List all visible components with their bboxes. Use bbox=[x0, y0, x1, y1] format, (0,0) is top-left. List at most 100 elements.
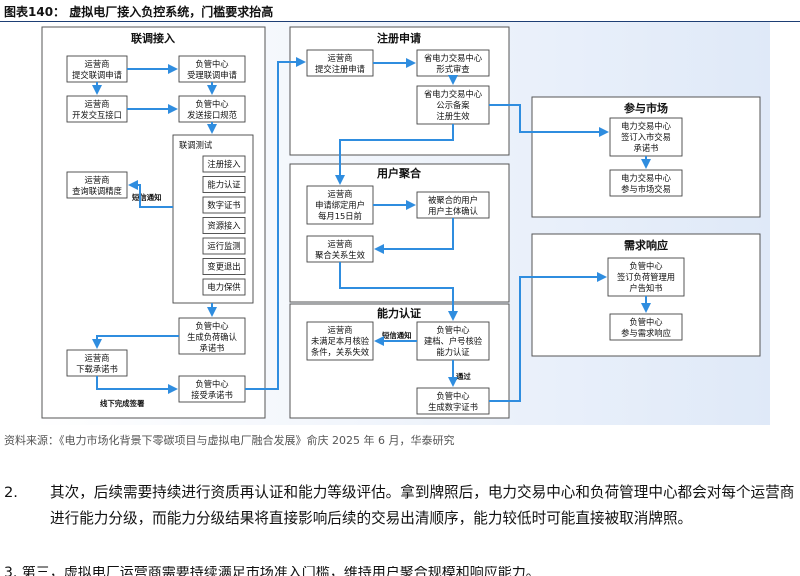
panel-title-zhuce: 注册申请 bbox=[377, 31, 421, 45]
test-item-box bbox=[202, 258, 246, 275]
diagram-canvas: 联调接入 注册申请 用户聚合 能力认证 参与市场 需求响应 运营商 提交联调申请… bbox=[30, 22, 770, 425]
box-text: 电力交易中心 bbox=[621, 121, 671, 131]
test-item-box bbox=[202, 176, 246, 193]
box-jyzx-shencha bbox=[416, 49, 490, 77]
box-text: 提交联调申请 bbox=[72, 70, 122, 80]
box-text: 形式审查 bbox=[436, 64, 469, 74]
box-text: 能力认证 bbox=[436, 347, 469, 357]
box-text: 负管中心 bbox=[195, 59, 229, 69]
panel-title-xuqiu: 需求响应 bbox=[624, 238, 668, 252]
box-text: 注册生效 bbox=[436, 111, 470, 121]
box-text: 每月15日前 bbox=[318, 211, 362, 221]
box-text: 参与需求响应 bbox=[621, 328, 671, 338]
test-item-box bbox=[202, 196, 246, 214]
label-tongguo: 通过 bbox=[456, 372, 471, 381]
box-text: 电力交易中心 bbox=[621, 173, 671, 183]
box-text: 未满足本月核验 bbox=[311, 336, 370, 346]
box-yys-chaxun bbox=[66, 171, 128, 199]
test-item-label: 注册接入 bbox=[207, 159, 240, 169]
title-rule bbox=[0, 21, 800, 22]
panel-title-nengli: 能力认证 bbox=[377, 306, 421, 320]
box-jyzx-jiaoyi bbox=[609, 169, 683, 197]
box-jyzx-qianding bbox=[609, 117, 683, 157]
box-yys-juhe bbox=[306, 235, 374, 263]
box-text: 负管中心 bbox=[195, 379, 229, 389]
label-offline: 线下完成签署 bbox=[100, 399, 145, 408]
box-text: 联调测试 bbox=[179, 140, 213, 150]
box-yys-xiazai bbox=[66, 349, 128, 377]
test-item-label: 能力认证 bbox=[207, 180, 240, 190]
arrow bbox=[128, 180, 173, 208]
test-item-box bbox=[202, 278, 246, 296]
box-text: 运营商 bbox=[85, 353, 110, 363]
box-yys-shixiao bbox=[306, 321, 374, 361]
arrow bbox=[245, 57, 306, 390]
panel-yonghu bbox=[289, 163, 510, 303]
figure-title: 图表140： 虚拟电厂接入负控系统，门槛要求抬高 bbox=[4, 5, 274, 19]
box-text: 运营商 bbox=[85, 99, 110, 109]
panel-title-canyu: 参与市场 bbox=[624, 101, 668, 115]
arrow bbox=[96, 376, 178, 394]
box-text: 运营商 bbox=[85, 175, 110, 185]
box-text: 运营商 bbox=[328, 189, 353, 199]
test-item-label: 数字证书 bbox=[207, 200, 240, 210]
box-text: 负管中心 bbox=[629, 317, 663, 327]
box-text: 签订入市交易 bbox=[621, 132, 671, 142]
box-text: 公示备案 bbox=[436, 100, 470, 110]
box-text: 提交注册申请 bbox=[315, 64, 365, 74]
test-item-label: 运行监测 bbox=[207, 241, 240, 251]
box-text: 建档、户号核验 bbox=[424, 336, 483, 346]
box-text: 生成负荷确认 bbox=[187, 332, 237, 342]
box-text: 条件，关系失效 bbox=[311, 347, 370, 357]
box-text: 发送接口规范 bbox=[187, 110, 237, 120]
box-text: 省电力交易中心 bbox=[424, 89, 483, 99]
box-text: 运营商 bbox=[328, 325, 353, 335]
arrow bbox=[374, 218, 454, 254]
arrow bbox=[489, 272, 607, 402]
box-text: 运营商 bbox=[85, 59, 110, 69]
box-fgzx-xiangying bbox=[609, 313, 683, 341]
body-paragraph: 2. 其次，后续需要持续进行资质再认证和能力等级评估。拿到牌照后，电力交易中心和… bbox=[4, 480, 796, 532]
box-text: 下载承诺书 bbox=[76, 364, 118, 374]
box-text: 运营商 bbox=[328, 239, 353, 249]
box-text: 负管中心 bbox=[436, 325, 470, 335]
box-text: 户告知书 bbox=[629, 283, 662, 293]
box-fgzx-zhengshu bbox=[416, 387, 490, 415]
box-text: 查询联调精度 bbox=[72, 186, 122, 196]
box-text: 参与市场交易 bbox=[621, 184, 671, 194]
box-text: 负管中心 bbox=[436, 391, 470, 401]
box-text: 省电力交易中心 bbox=[424, 53, 483, 63]
box-text: 聚合关系生效 bbox=[315, 250, 365, 260]
flow-diagram: 联调接入 注册申请 用户聚合 能力认证 参与市场 需求响应 运营商 提交联调申请… bbox=[41, 26, 761, 419]
label-duanxin-2: 短信通知 bbox=[382, 331, 412, 340]
box-fgzx-shengcheng bbox=[178, 317, 246, 355]
box-text: 受理联调申请 bbox=[187, 70, 237, 80]
box-text: 承诺书 bbox=[200, 343, 225, 353]
box-text: 生成数字证书 bbox=[428, 402, 478, 412]
box-text: 负管中心 bbox=[195, 321, 229, 331]
box-fgzx-jieshou bbox=[178, 375, 246, 403]
arrow bbox=[92, 335, 179, 349]
arrow bbox=[339, 262, 458, 321]
arrow bbox=[335, 124, 454, 185]
box-text: 被聚合的用户 bbox=[428, 195, 478, 205]
box-text: 接受承诺书 bbox=[191, 390, 233, 400]
test-item-box bbox=[202, 155, 246, 173]
panel-title-lian: 联调接入 bbox=[131, 31, 175, 45]
box-text: 开发交互接口 bbox=[72, 110, 122, 120]
test-item-label: 电力保供 bbox=[207, 282, 240, 292]
source-note: 资料来源：《电力市场化背景下零碳项目与虚拟电厂融合发展》俞庆 2025 年 6 … bbox=[4, 434, 455, 447]
panel-title-yonghu: 用户聚合 bbox=[377, 166, 422, 180]
box-text: 承诺书 bbox=[634, 143, 659, 153]
box-text: 负管中心 bbox=[195, 99, 229, 109]
box-yys-kaifa bbox=[66, 95, 128, 123]
test-item-label: 变更退出 bbox=[207, 262, 240, 272]
box-text: 负管中心 bbox=[629, 261, 663, 271]
box-text: 运营商 bbox=[328, 53, 353, 63]
test-item-box bbox=[202, 217, 246, 234]
box-text: 申请绑定用户 bbox=[315, 200, 365, 210]
paragraph-number: 2. bbox=[4, 484, 18, 501]
box-yys-zhuce bbox=[306, 49, 374, 77]
box-fgzx-fasong bbox=[178, 95, 246, 123]
